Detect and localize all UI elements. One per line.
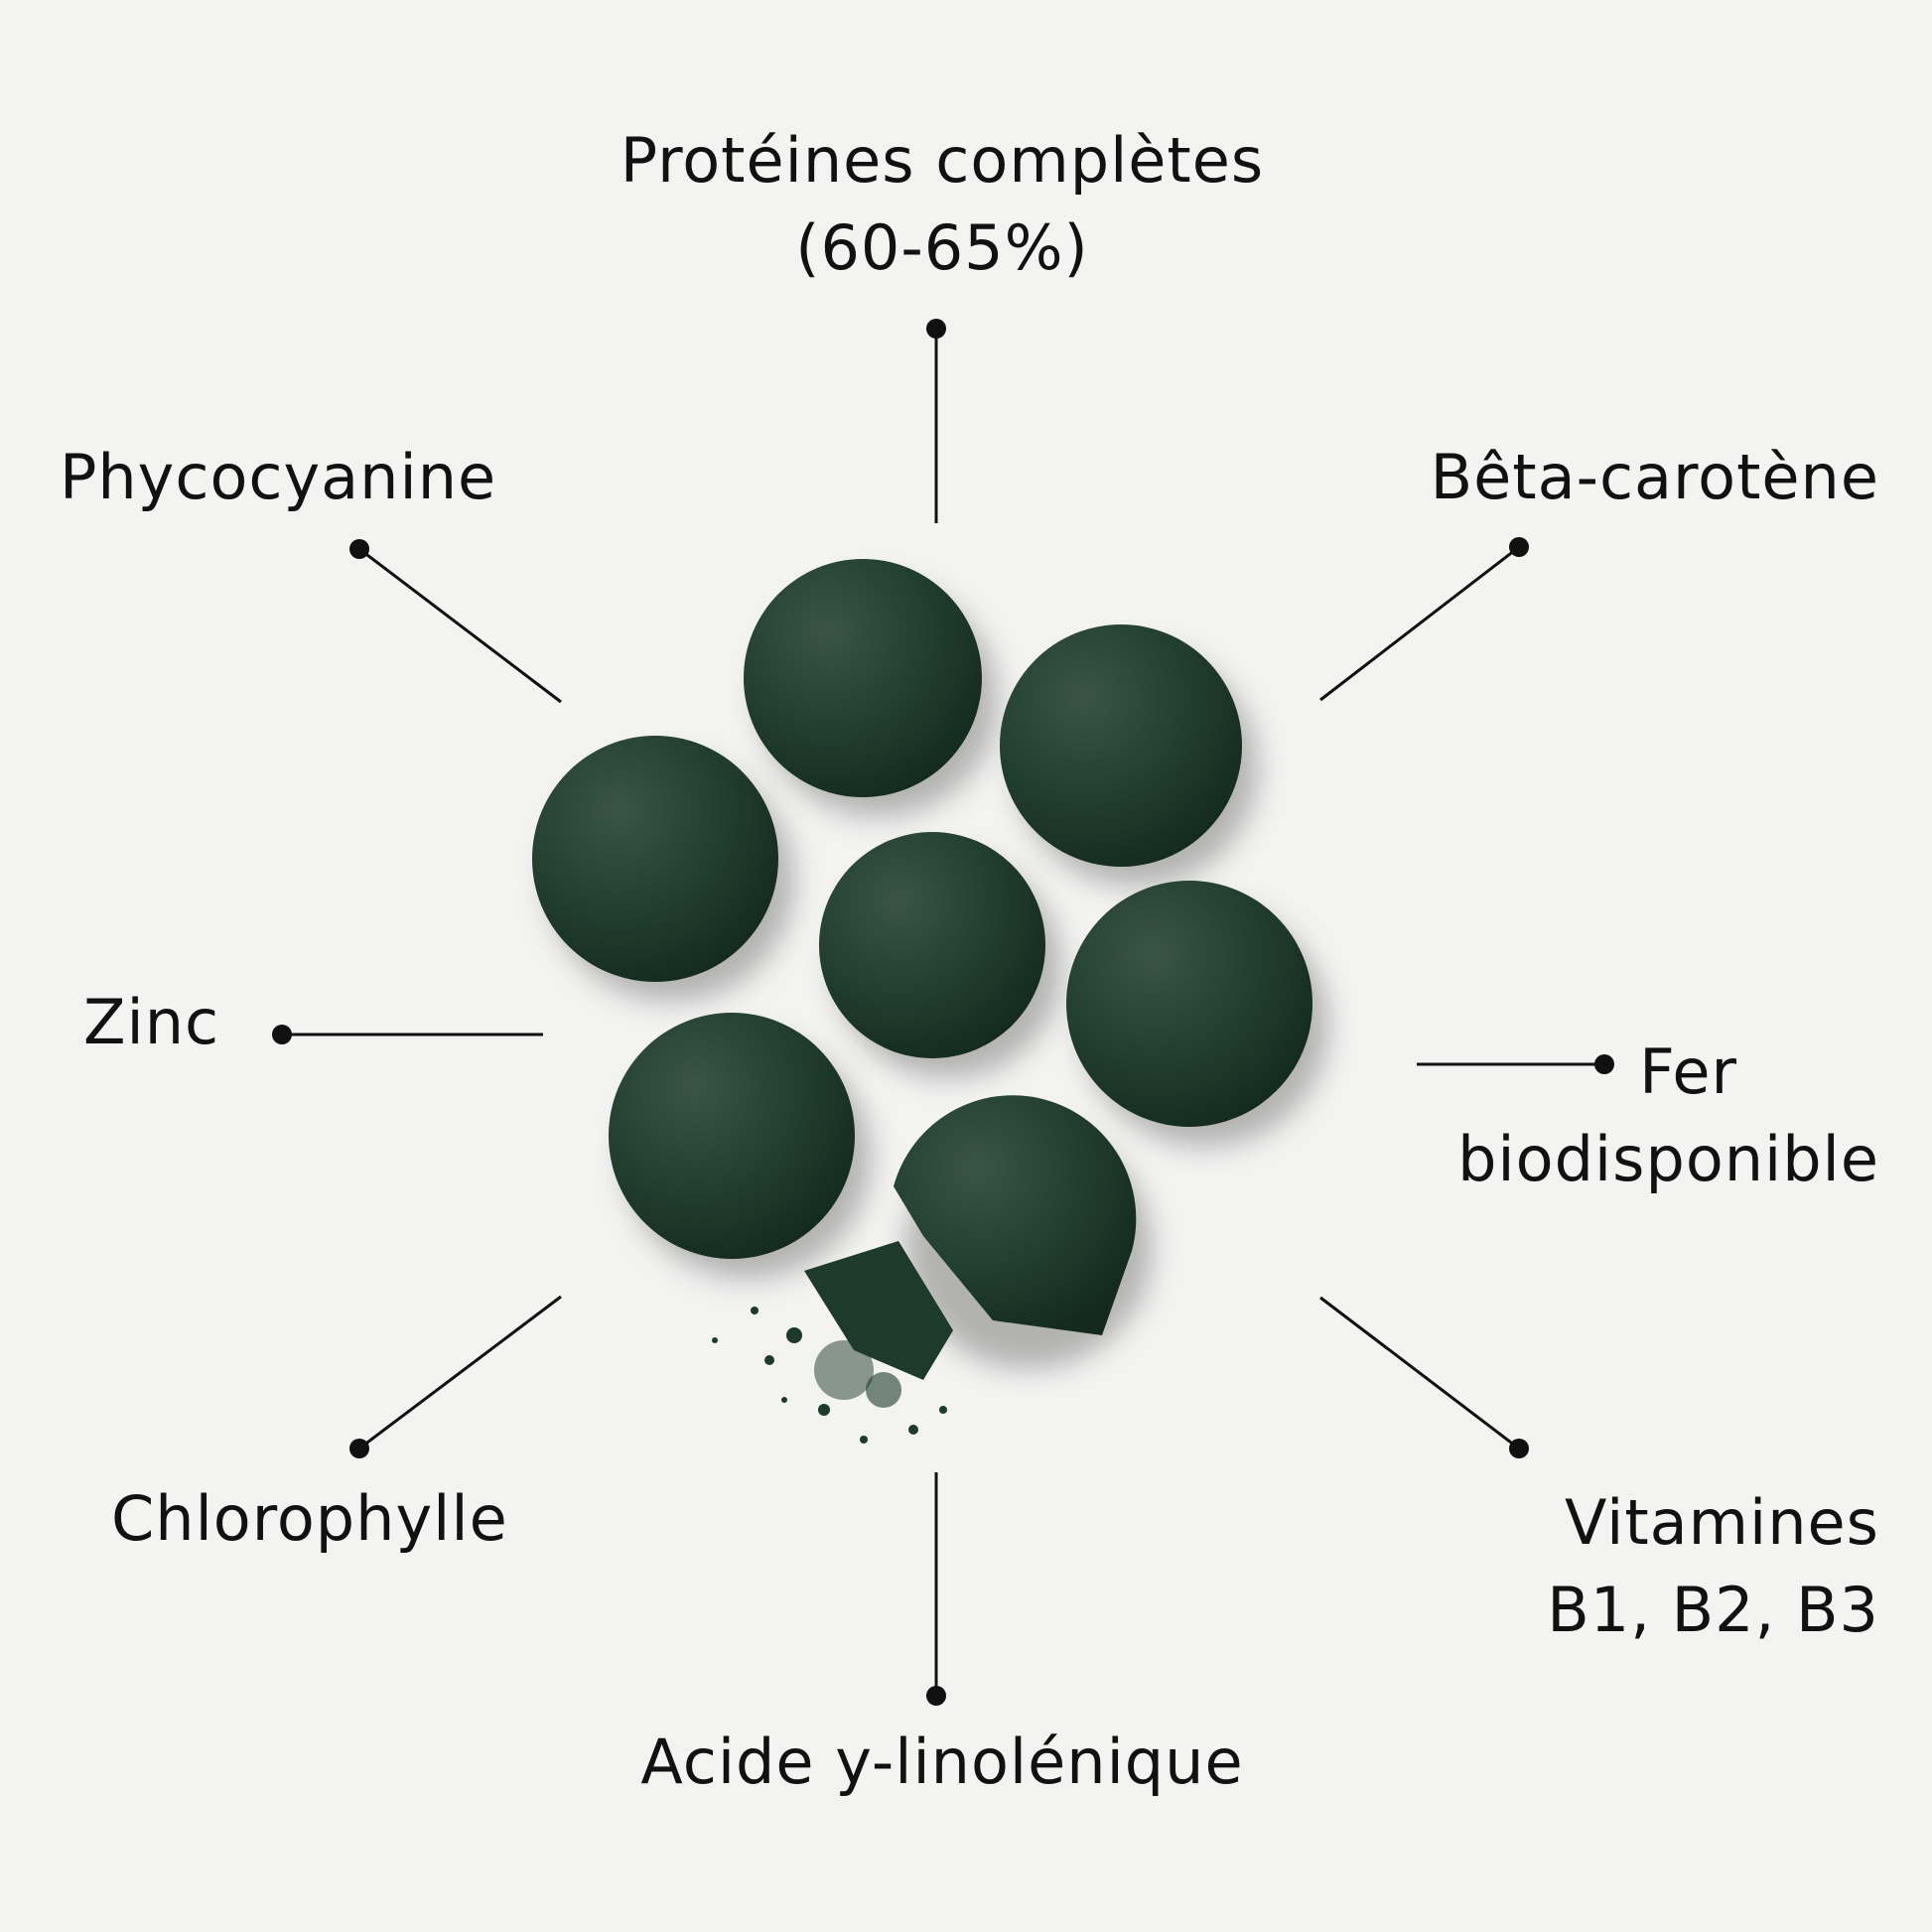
label-proteines: Protéines complètes (60-65%) [621,117,1264,292]
label-vitamines: Vitamines B1, B2, B3 [1547,1479,1879,1654]
label-chlorophylle: Chlorophylle [111,1482,508,1555]
tablet [1000,624,1258,887]
label-beta-carotene: Bêta-carotène [1430,441,1879,513]
broken-tablet [712,1095,1152,1444]
label-fer-line1: Fer [1639,1035,1737,1108]
label-acide: Acide y-linolénique [640,1725,1244,1798]
label-fer-line2: biodisponible [1457,1123,1879,1195]
callout-lines [272,319,1614,1706]
label-phycocyanine: Phycocyanine [60,441,497,513]
tablet [609,1013,871,1279]
tablet [819,832,1061,1078]
tablets [532,559,1328,1444]
tablet [1066,881,1328,1147]
tablet [744,559,998,817]
label-fer: Fer biodisponible [1457,1029,1879,1203]
label-proteines-line1: Protéines complètes [620,124,1265,197]
label-vitamines-line2: B1, B2, B3 [1547,1574,1879,1646]
tablet [532,736,794,1002]
label-proteines-line2: (60-65%) [795,211,1089,284]
label-vitamines-line1: Vitamines [1565,1486,1879,1559]
label-zinc: Zinc [83,986,220,1058]
